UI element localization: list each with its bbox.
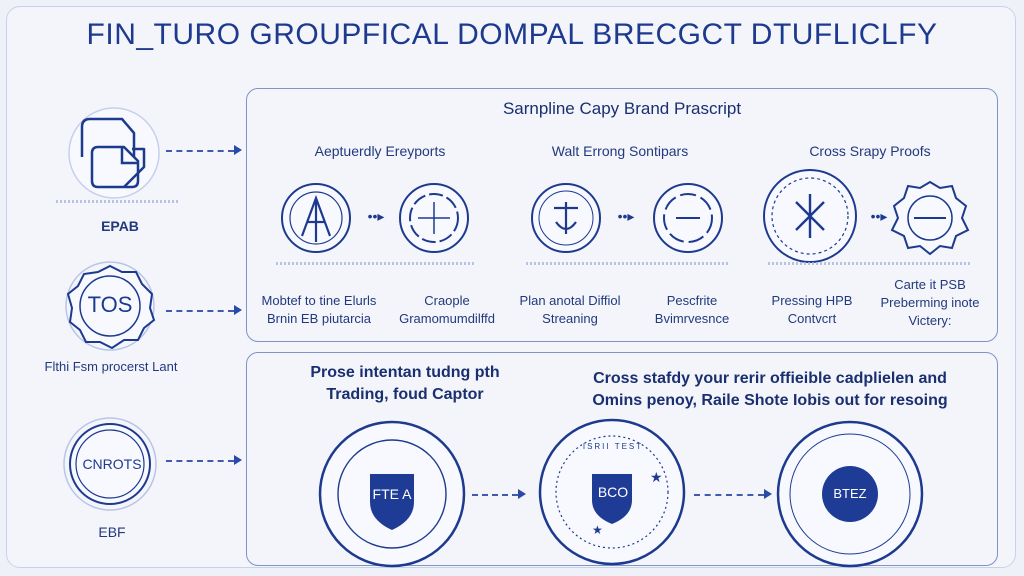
seal-connector-1-line [472,494,518,496]
seal-2-ring-text: ISRII TEST [582,442,644,451]
group-2-dots: ••▸ [617,208,635,224]
seal-3-label: BTEZ [833,486,867,501]
group-1-heading: Aeptuerdly Ereyports [314,143,446,159]
group-3-heading: Cross Srapy Proofs [809,143,931,159]
bottom-panel-left-text: Prose intentan tudng pth Trading, foud C… [310,364,500,403]
connector-2-line [166,310,234,312]
group-1-baseline [276,262,476,265]
connector-2-arrow [234,305,242,315]
seal-connector-2-arrow [764,489,772,499]
connector-1-arrow [234,145,242,155]
target-ring-icon [399,183,469,253]
circle-seal-3-icon [776,420,924,568]
group-3-left-caption: Pressing HPB Contvcrt [771,293,853,326]
group-1-dots: ••▸ [367,208,385,224]
group-3-right-caption: Carte it PSB Preberming inote Victery: [880,277,980,328]
gear-seal-icon [890,180,970,256]
group-2-left-caption: Plan anotal Diffiol Streaning [519,293,621,326]
connector-3-arrow [234,455,242,465]
seal-2-label: BCO [597,484,629,500]
left-item-3-label: EBF [98,524,126,540]
connector-1-line [166,150,234,152]
group-2-heading: Walt Errong Sontipars [551,143,689,159]
group-2-right-caption: Pescfrite Bvimrvesnce [654,293,730,326]
diagram-title: FIN_TURO GROUPFICAL DOMPAL BRECGCT DTUFL… [86,18,938,51]
left-item-1-label: EPAB [101,218,139,234]
tos-seal-icon [65,261,156,351]
group-3-baseline [768,262,972,265]
bottom-panel-right-text: Cross stafdy your rerir offieible cadpli… [592,370,948,409]
svg-text:★: ★ [592,523,603,537]
icon-baseline [56,200,180,203]
bottom-panel [246,352,998,566]
top-panel [246,88,998,342]
left-item-2-label: Flthi Fsm procerst Lant [44,359,178,374]
cross-swords-seal-icon [763,169,857,263]
cnrots-seal-label: CNROTS [82,456,142,472]
compass-a-icon [281,183,351,253]
document-stack-icon [68,107,160,199]
cnrots-seal-icon [63,417,157,511]
seal-connector-1-arrow [518,489,526,499]
group-3-dots: ••▸ [870,208,888,224]
tos-seal-label: TOS [87,292,133,317]
group-2-baseline [526,262,730,265]
crosshair-ring-icon [653,183,723,253]
group-1-left-caption: Mobtef to tine Elurls Brnin EB piutarcia [261,293,377,326]
group-1-right-caption: Craople Gramomumdilffd [399,293,495,326]
connector-3-line [166,460,234,462]
shield-seal-2-icon: ★ ★ [538,418,686,566]
anchor-emblem-icon [531,183,601,253]
top-panel-title: Sarnpline Capy Brand Prascript [502,99,742,118]
seal-connector-2-line [694,494,764,496]
shield-seal-1-icon [318,420,466,568]
seal-1-label: FTE A [372,486,412,502]
svg-text:★: ★ [650,470,663,486]
